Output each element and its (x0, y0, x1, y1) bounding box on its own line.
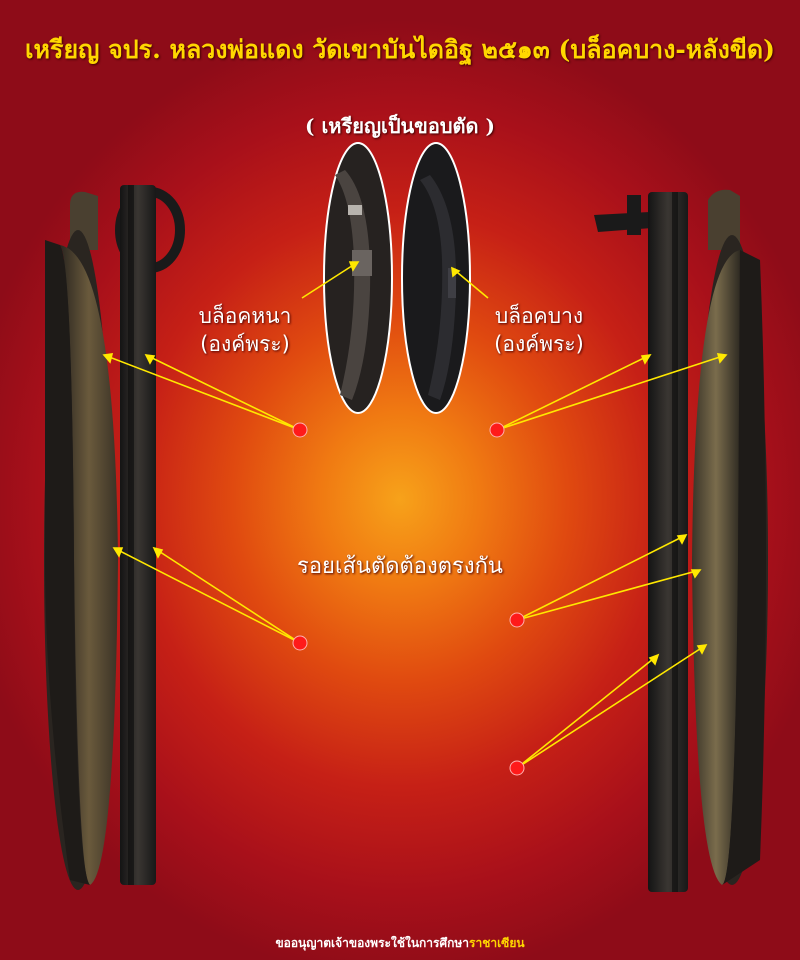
inset-thin-block (401, 142, 471, 414)
marker-dot (292, 635, 308, 651)
page-title: เหรียญ จปร. หลวงพ่อแดง วัดเขาบันไดอิฐ ๒๕… (25, 35, 775, 64)
red-markers (292, 422, 525, 776)
footer-credit: ขออนุญาตเจ้าของพระใช้ในการศึกษาราชาเซียน (0, 934, 800, 953)
inset-thick-block (323, 142, 393, 414)
thick-block-label: บล็อคหนา (องค์พระ) (190, 302, 300, 358)
marker-dot (292, 422, 308, 438)
footer-text: ขออนุญาตเจ้าของพระใช้ในการศึกษา (275, 936, 470, 950)
marker-dot (509, 612, 525, 628)
left-medal-edge-view (44, 185, 185, 890)
pointer-arrows (102, 261, 728, 769)
marker-dot (509, 760, 525, 776)
page-subtitle: ( เหรียญเป็นขอบตัด ) (305, 114, 495, 138)
cut-line-caption: รอยเส้นตัดต้องตรงกัน (297, 554, 503, 579)
thick-block-label-line1: บล็อคหนา (198, 304, 292, 328)
thin-block-label: บล็อคบาง (องค์พระ) (484, 302, 594, 358)
thin-block-label-line1: บล็อคบาง (494, 304, 584, 328)
thick-block-label-line2: (องค์พระ) (200, 332, 290, 356)
marker-dot (489, 422, 505, 438)
footer-accent: ราชาเซียน (469, 936, 525, 950)
thin-block-label-line2: (องค์พระ) (494, 332, 584, 356)
right-medal-edge-view (594, 189, 768, 892)
